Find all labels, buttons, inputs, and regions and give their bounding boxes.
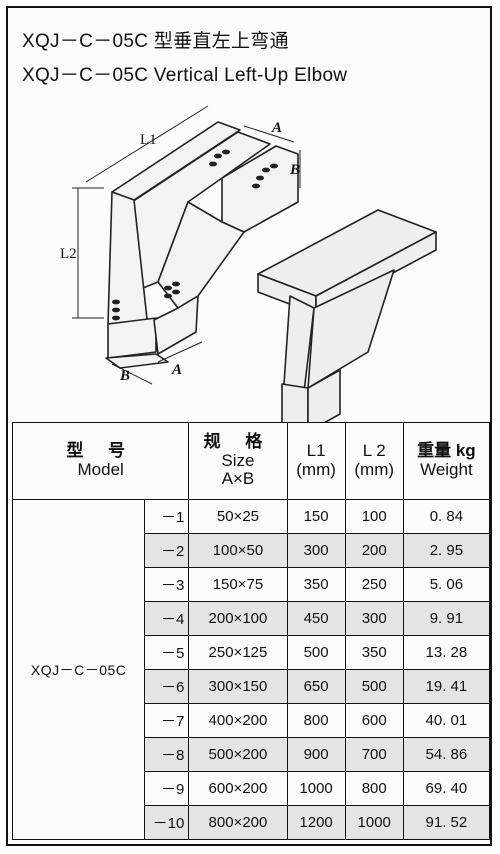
header-size-cn: 规 格 (203, 431, 273, 451)
elbow-left-figure (105, 121, 299, 369)
header-l2: L 2 (mm) (344, 422, 404, 500)
weight-cell: 91. 52 (402, 805, 491, 840)
elbow-right-figure (257, 209, 437, 422)
weight-cell: 40. 01 (402, 703, 491, 738)
header-model-cn: 型 号 (66, 441, 136, 461)
header-l2-unit: (mm) (354, 460, 395, 479)
model-cell: XQJ－C－05C (11, 499, 146, 840)
header-l1: L1 (mm) (286, 422, 346, 500)
l2-cell: 700 (344, 737, 404, 772)
title-english: XQJ－C－05C Vertical Left-Up Elbow (22, 65, 348, 86)
table-header-row: 型 号 Model 规 格 Size A×B L1 (mm) L 2 (mm) (11, 422, 491, 500)
l1-cell: 150 (286, 499, 346, 534)
l1-cell: 500 (286, 635, 346, 670)
header-weight-cn: 重量 kg (417, 441, 476, 461)
elbow-drawing: L1 L2 A B B A (60, 105, 437, 422)
l2-cell: 600 (344, 703, 404, 738)
dimension-label-b-bottom: B (119, 368, 130, 384)
dimension-label-l2: L2 (60, 246, 77, 262)
header-size-unit: A×B (221, 469, 255, 489)
header-weight-en: Weight (420, 460, 473, 479)
header-size-en: Size (221, 450, 255, 470)
weight-cell: 69. 40 (402, 771, 491, 806)
row-number-cell: －4 (144, 601, 190, 636)
l2-cell: 250 (344, 567, 404, 602)
title-chinese: XQJ－C－05C 型垂直左上弯通 (22, 31, 289, 52)
row-number-cell: －6 (144, 669, 190, 704)
l1-cell: 1200 (286, 805, 346, 840)
header-weight: 重量 kg Weight (402, 422, 491, 500)
size-cell: 50×25 (188, 499, 288, 534)
l2-cell: 350 (344, 635, 404, 670)
size-cell: 100×50 (188, 533, 288, 568)
weight-cell: 9. 91 (402, 601, 491, 636)
size-cell: 300×150 (188, 669, 288, 704)
row-number-cell: －9 (144, 771, 190, 806)
size-cell: 600×200 (188, 771, 288, 806)
header-model-en: Model (77, 460, 124, 479)
header-l1-label: L1 (306, 441, 326, 461)
l1-cell: 650 (286, 669, 346, 704)
row-number-cell: －1 (144, 499, 190, 534)
dimension-label-a-bottom: A (171, 362, 182, 378)
size-cell: 150×75 (188, 567, 288, 602)
weight-cell: 5. 06 (402, 567, 491, 602)
size-cell: 800×200 (188, 805, 288, 840)
spec-table: 型 号 Model 规 格 Size A×B L1 (mm) L 2 (mm) (11, 422, 491, 840)
header-l1-unit: (mm) (296, 460, 336, 479)
dimension-label-l1: L1 (140, 132, 157, 148)
l1-cell: 900 (286, 737, 346, 772)
weight-cell: 0. 84 (402, 499, 491, 534)
row-number-cell: －3 (144, 567, 190, 602)
l1-cell: 450 (286, 601, 346, 636)
row-number-cell: －2 (144, 533, 190, 568)
l1-cell: 350 (286, 567, 346, 602)
dimension-label-a-top: A (271, 120, 282, 136)
weight-cell: 13. 28 (402, 635, 491, 670)
l2-cell: 800 (344, 771, 404, 806)
weight-cell: 19. 41 (402, 669, 491, 704)
header-model: 型 号 Model (11, 422, 190, 500)
l2-cell: 1000 (344, 805, 404, 840)
row-number-cell: －5 (144, 635, 190, 670)
row-number-cell: －10 (144, 805, 190, 840)
l2-cell: 500 (344, 669, 404, 704)
dimension-lines (72, 105, 301, 385)
size-cell: 400×200 (188, 703, 288, 738)
weight-cell: 54. 86 (402, 737, 491, 772)
dimension-label-b-top: B (289, 162, 300, 178)
l2-cell: 300 (344, 601, 404, 636)
l1-cell: 1000 (286, 771, 346, 806)
l2-cell: 200 (344, 533, 404, 568)
l1-cell: 800 (286, 703, 346, 738)
header-l2-label: L 2 (362, 441, 386, 461)
l2-cell: 100 (344, 499, 404, 534)
size-cell: 200×100 (188, 601, 288, 636)
size-cell: 500×200 (188, 737, 288, 772)
bolt-holes (112, 149, 278, 321)
l1-cell: 300 (286, 533, 346, 568)
size-cell: 250×125 (188, 635, 288, 670)
spec-sheet: XQJ－C－05C 型垂直左上弯通 XQJ－C－05C Vertical Lef… (6, 6, 492, 846)
header-size: 规 格 Size A×B (188, 422, 288, 500)
weight-cell: 2. 95 (402, 533, 491, 568)
row-number-cell: －7 (144, 703, 190, 738)
row-number-cell: －8 (144, 737, 190, 772)
